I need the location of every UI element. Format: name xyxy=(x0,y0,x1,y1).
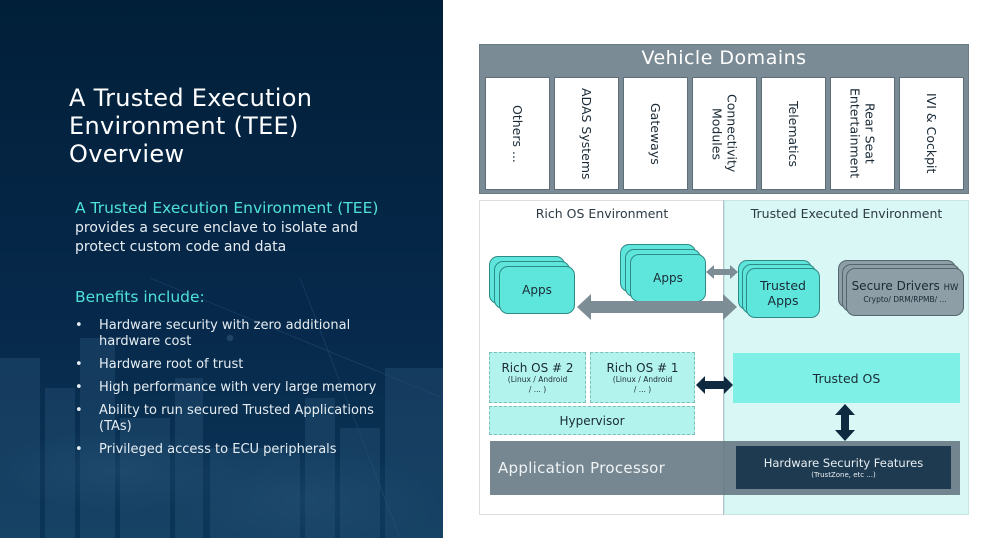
trusted-apps-text: Trusted Apps xyxy=(760,278,806,308)
bullet-icon: • xyxy=(75,380,83,395)
apps-label: Apps xyxy=(522,282,552,297)
bullet-icon: • xyxy=(75,318,83,333)
rich-os-1-title: Rich OS # 1 xyxy=(606,360,679,375)
hypervisor-box: Hypervisor xyxy=(489,406,695,435)
intro-highlight: A Trusted Execution Environment (TEE) xyxy=(75,199,379,217)
secure-driver-card-front xyxy=(846,268,964,316)
secure-drivers-title: Secure Drivers xyxy=(851,279,940,293)
intro-paragraph: A Trusted Execution Environment (TEE) pr… xyxy=(75,199,395,257)
benefit-item: • Hardware root of trust xyxy=(75,357,395,373)
domain-card: Telematics xyxy=(761,77,826,190)
domain-card: IVI & Cockpit xyxy=(899,77,964,190)
city-skyline-background xyxy=(0,278,443,538)
bullet-icon: • xyxy=(75,442,83,457)
benefit-text: High performance with very large memory xyxy=(99,380,377,395)
rich-os-1-box: Rich OS # 1 (Linux / Android / ... ) xyxy=(590,352,695,403)
domain-label: Others ... xyxy=(510,104,525,163)
domain-label: Rear Seat Entertainment xyxy=(847,88,878,179)
trusted-os-box: Trusted OS xyxy=(733,353,960,403)
benefit-item: • Hardware security with zero additional … xyxy=(75,318,395,350)
rich-os-2-box: Rich OS # 2 (Linux / Android / ... ) xyxy=(489,352,586,403)
benefit-text: Ability to run secured Trusted Applicati… xyxy=(99,403,374,434)
domain-label: Gateways xyxy=(648,102,663,165)
domain-label: Telematics xyxy=(786,100,801,167)
domain-card: Others ... xyxy=(485,77,550,190)
rich-os-2-title: Rich OS # 2 xyxy=(501,360,574,375)
intro-text: provides a secure enclave to isolate and… xyxy=(75,220,358,255)
domain-card: Rear Seat Entertainment xyxy=(830,77,895,190)
left-panel: A Trusted Execution Environment (TEE) Ov… xyxy=(0,0,443,538)
rich-os-environment-label: Rich OS Environment xyxy=(535,206,669,221)
benefits-heading: Benefits include: xyxy=(75,288,205,306)
domain-label: ADAS Systems xyxy=(579,87,594,180)
environment-divider xyxy=(723,200,724,515)
trusted-apps-label: Trusted Apps xyxy=(746,268,820,318)
hardware-security-features-box: Hardware Security Features (TrustZone, e… xyxy=(736,446,951,489)
benefit-text: Hardware security with zero additional h… xyxy=(99,318,351,349)
benefit-item: • High performance with very large memory xyxy=(75,380,395,396)
benefit-item: • Privileged access to ECU peripherals xyxy=(75,442,395,458)
bullet-icon: • xyxy=(75,357,83,372)
benefits-list: • Hardware security with zero additional … xyxy=(75,318,395,465)
benefit-item: • Ability to run secured Trusted Applicat… xyxy=(75,403,395,435)
domain-card: Connectivity Modules xyxy=(692,77,757,190)
secure-drivers-label: Secure Drivers HW Crypto/ DRM/RPMB/ ... xyxy=(846,268,964,316)
benefit-text: Privileged access to ECU peripherals xyxy=(99,442,337,457)
benefit-text: Hardware root of trust xyxy=(99,357,244,372)
application-processor-label: Application Processor xyxy=(498,459,666,477)
hardware-security-title: Hardware Security Features xyxy=(763,455,924,470)
rich-os-1-subtitle: (Linux / Android / ... ) xyxy=(612,374,673,394)
secure-drivers-subtitle: Crypto/ DRM/RPMB/ ... xyxy=(863,295,947,304)
vehicle-domains-panel: Vehicle Domains Others ... ADAS Systems … xyxy=(479,44,969,194)
page-title: A Trusted Execution Environment (TEE) Ov… xyxy=(69,84,313,168)
rich-os-2-subtitle: (Linux / Android / ... ) xyxy=(507,374,568,394)
tee-label: Trusted Executed Environment xyxy=(750,206,943,221)
vehicle-domains-title: Vehicle Domains xyxy=(641,47,807,69)
trusted-app-card-front xyxy=(746,268,820,318)
apps-label: Apps xyxy=(653,270,683,285)
bullet-icon: • xyxy=(75,403,83,418)
hardware-security-subtitle: (TrustZone, etc ...) xyxy=(811,470,876,479)
hypervisor-label: Hypervisor xyxy=(559,413,625,428)
domain-label: IVI & Cockpit xyxy=(924,93,939,174)
secure-drivers-hw-tag: HW xyxy=(943,283,959,293)
app-card-front xyxy=(499,266,575,314)
domain-card: ADAS Systems xyxy=(554,77,619,190)
domain-label: Connectivity Modules xyxy=(709,94,740,173)
domain-card: Gateways xyxy=(623,77,688,190)
